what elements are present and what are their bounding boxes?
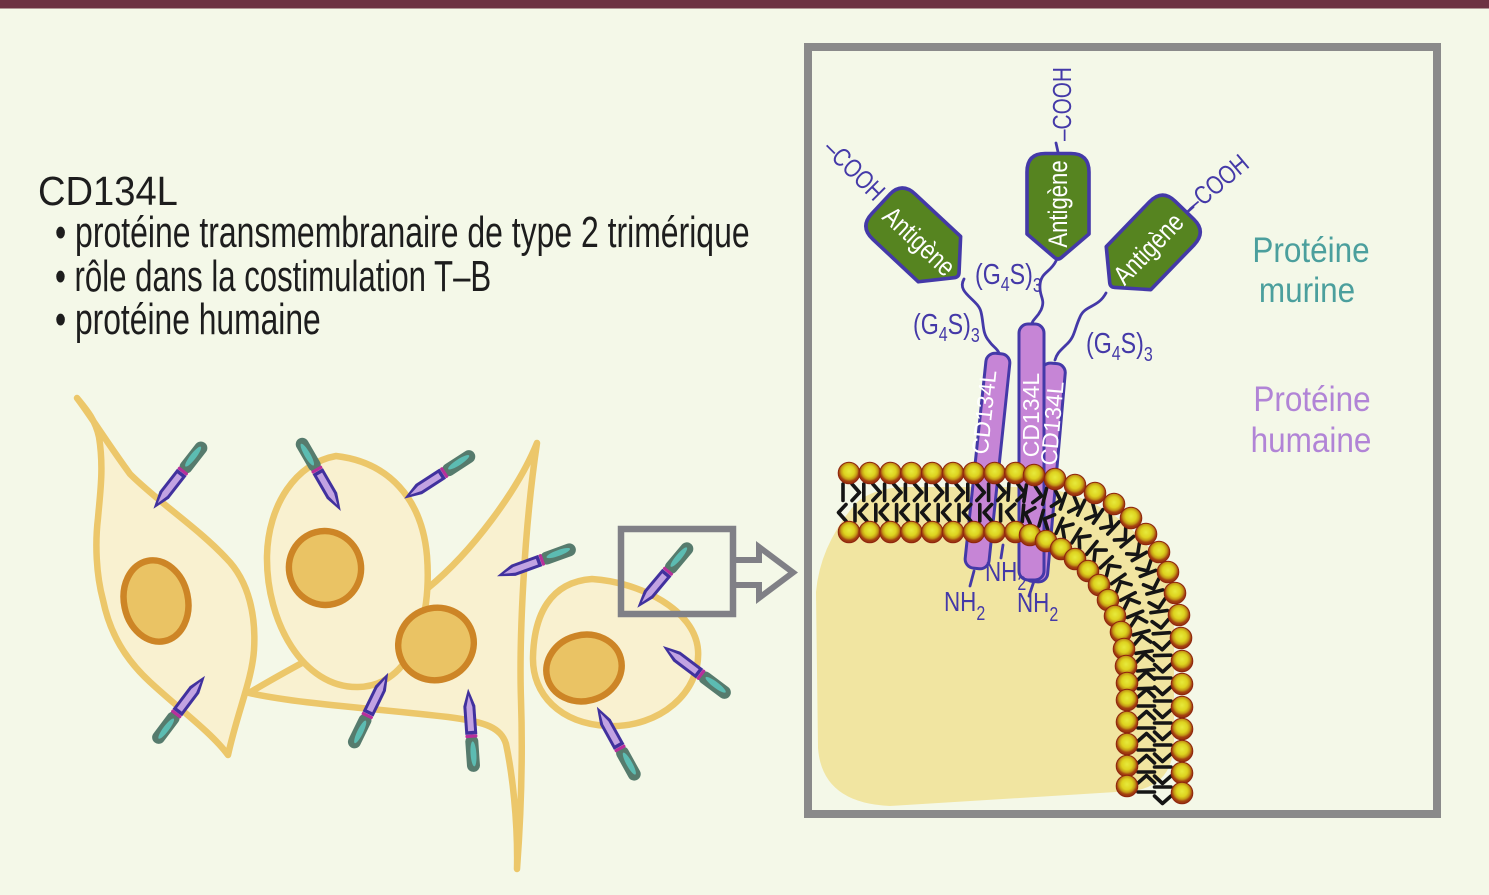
svg-text:(G4S)3: (G4S)3 bbox=[975, 257, 1042, 296]
svg-text:• protéine humaine: • protéine humaine bbox=[55, 295, 321, 344]
svg-text:CD134L: CD134L bbox=[38, 169, 178, 215]
svg-text:humaine: humaine bbox=[1251, 422, 1372, 461]
svg-text:• rôle dans la costimulation T: • rôle dans la costimulation T–B bbox=[55, 252, 491, 302]
svg-text:–COOH: –COOH bbox=[1048, 67, 1077, 141]
svg-text:CD134L: CD134L bbox=[1018, 373, 1044, 458]
svg-text:Protéine: Protéine bbox=[1252, 232, 1369, 271]
svg-text:Protéine: Protéine bbox=[1253, 381, 1370, 420]
svg-text:• protéine transmembranaire de: • protéine transmembranaire de type 2 tr… bbox=[55, 208, 750, 257]
svg-text:Antigène: Antigène bbox=[1044, 160, 1074, 247]
svg-text:murine: murine bbox=[1259, 272, 1355, 311]
